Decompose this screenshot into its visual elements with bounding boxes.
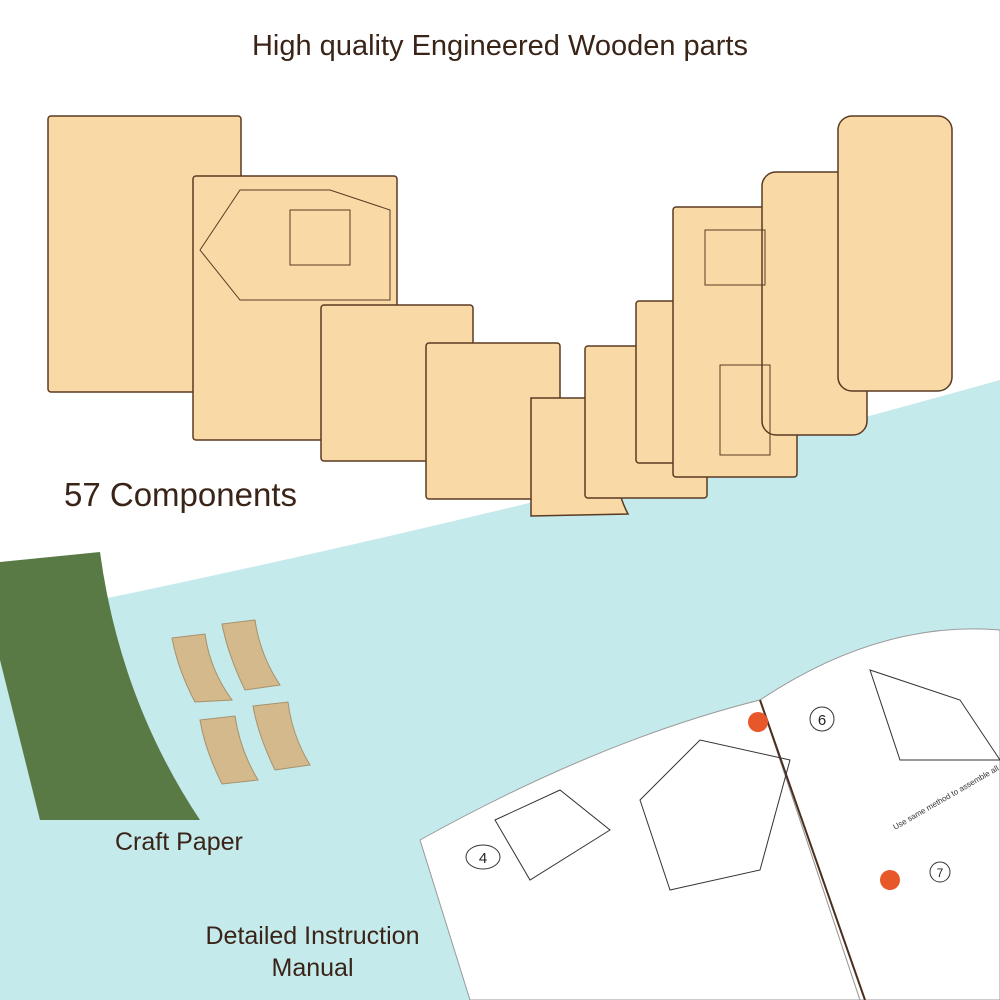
craft-paper-label: Craft Paper [115, 828, 243, 856]
board-cutlines [199, 189, 771, 456]
headline: High quality Engineered Wooden parts [251, 30, 748, 62]
wooden-boards [47, 115, 953, 517]
svg-text:4: 4 [479, 850, 487, 867]
craft-paper-pieces [171, 619, 311, 785]
manual-label-line2: Manual [271, 954, 354, 982]
board-shingles-2 [837, 115, 953, 392]
craft-paper-green [0, 552, 200, 820]
manual-label-line1: Detailed Instruction [205, 922, 420, 950]
components-count: 57 Components [64, 476, 297, 513]
instruction-manual: 4 6 7 Use same method to assemble all 4 … [419, 628, 1000, 1000]
svg-text:6: 6 [818, 712, 826, 729]
manual-label: Detailed Instruction Manual [190, 920, 435, 984]
svg-text:7: 7 [937, 866, 944, 880]
